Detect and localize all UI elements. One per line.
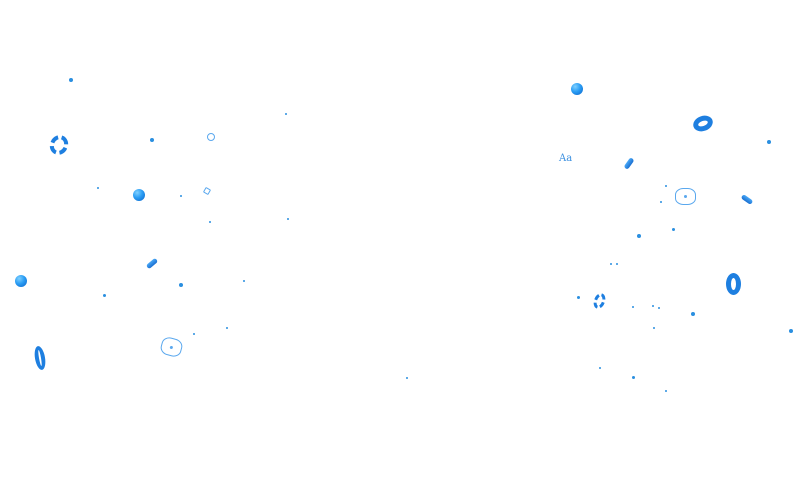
capsule	[145, 257, 159, 270]
dot	[610, 263, 612, 265]
torus	[726, 273, 741, 295]
dot	[226, 327, 228, 329]
dot	[243, 280, 245, 282]
dot	[616, 263, 618, 265]
gear-ring	[46, 132, 72, 158]
dot	[103, 294, 106, 297]
gear-ring	[591, 291, 608, 311]
dot	[672, 228, 675, 231]
dot	[767, 140, 771, 144]
dot	[599, 367, 601, 369]
torus	[32, 345, 48, 371]
dot	[406, 377, 408, 379]
dot	[179, 283, 183, 287]
capsule	[623, 157, 635, 170]
dot	[665, 185, 667, 187]
dot	[658, 307, 660, 309]
torus	[691, 113, 715, 134]
dot	[632, 306, 634, 308]
sphere	[133, 189, 145, 201]
sphere	[571, 83, 583, 95]
dot	[97, 187, 99, 189]
text-mark: Aa	[559, 153, 573, 164]
outline-shape	[675, 188, 696, 205]
dot	[209, 221, 211, 223]
outline-shape	[207, 133, 215, 141]
dot	[577, 296, 580, 299]
dot	[660, 201, 662, 203]
dot	[180, 195, 182, 197]
dot	[193, 333, 195, 335]
dot	[637, 234, 641, 238]
dot	[69, 78, 73, 82]
dot	[632, 376, 635, 379]
dot	[789, 329, 793, 333]
dot	[665, 390, 667, 392]
dot	[652, 305, 654, 307]
dot	[287, 218, 289, 220]
dot	[150, 138, 154, 142]
dot	[691, 312, 695, 316]
sphere	[15, 275, 27, 287]
outline-shape	[202, 186, 212, 196]
dot	[285, 113, 287, 115]
dot	[653, 327, 655, 329]
capsule	[740, 194, 754, 205]
outline-shape	[159, 335, 184, 359]
